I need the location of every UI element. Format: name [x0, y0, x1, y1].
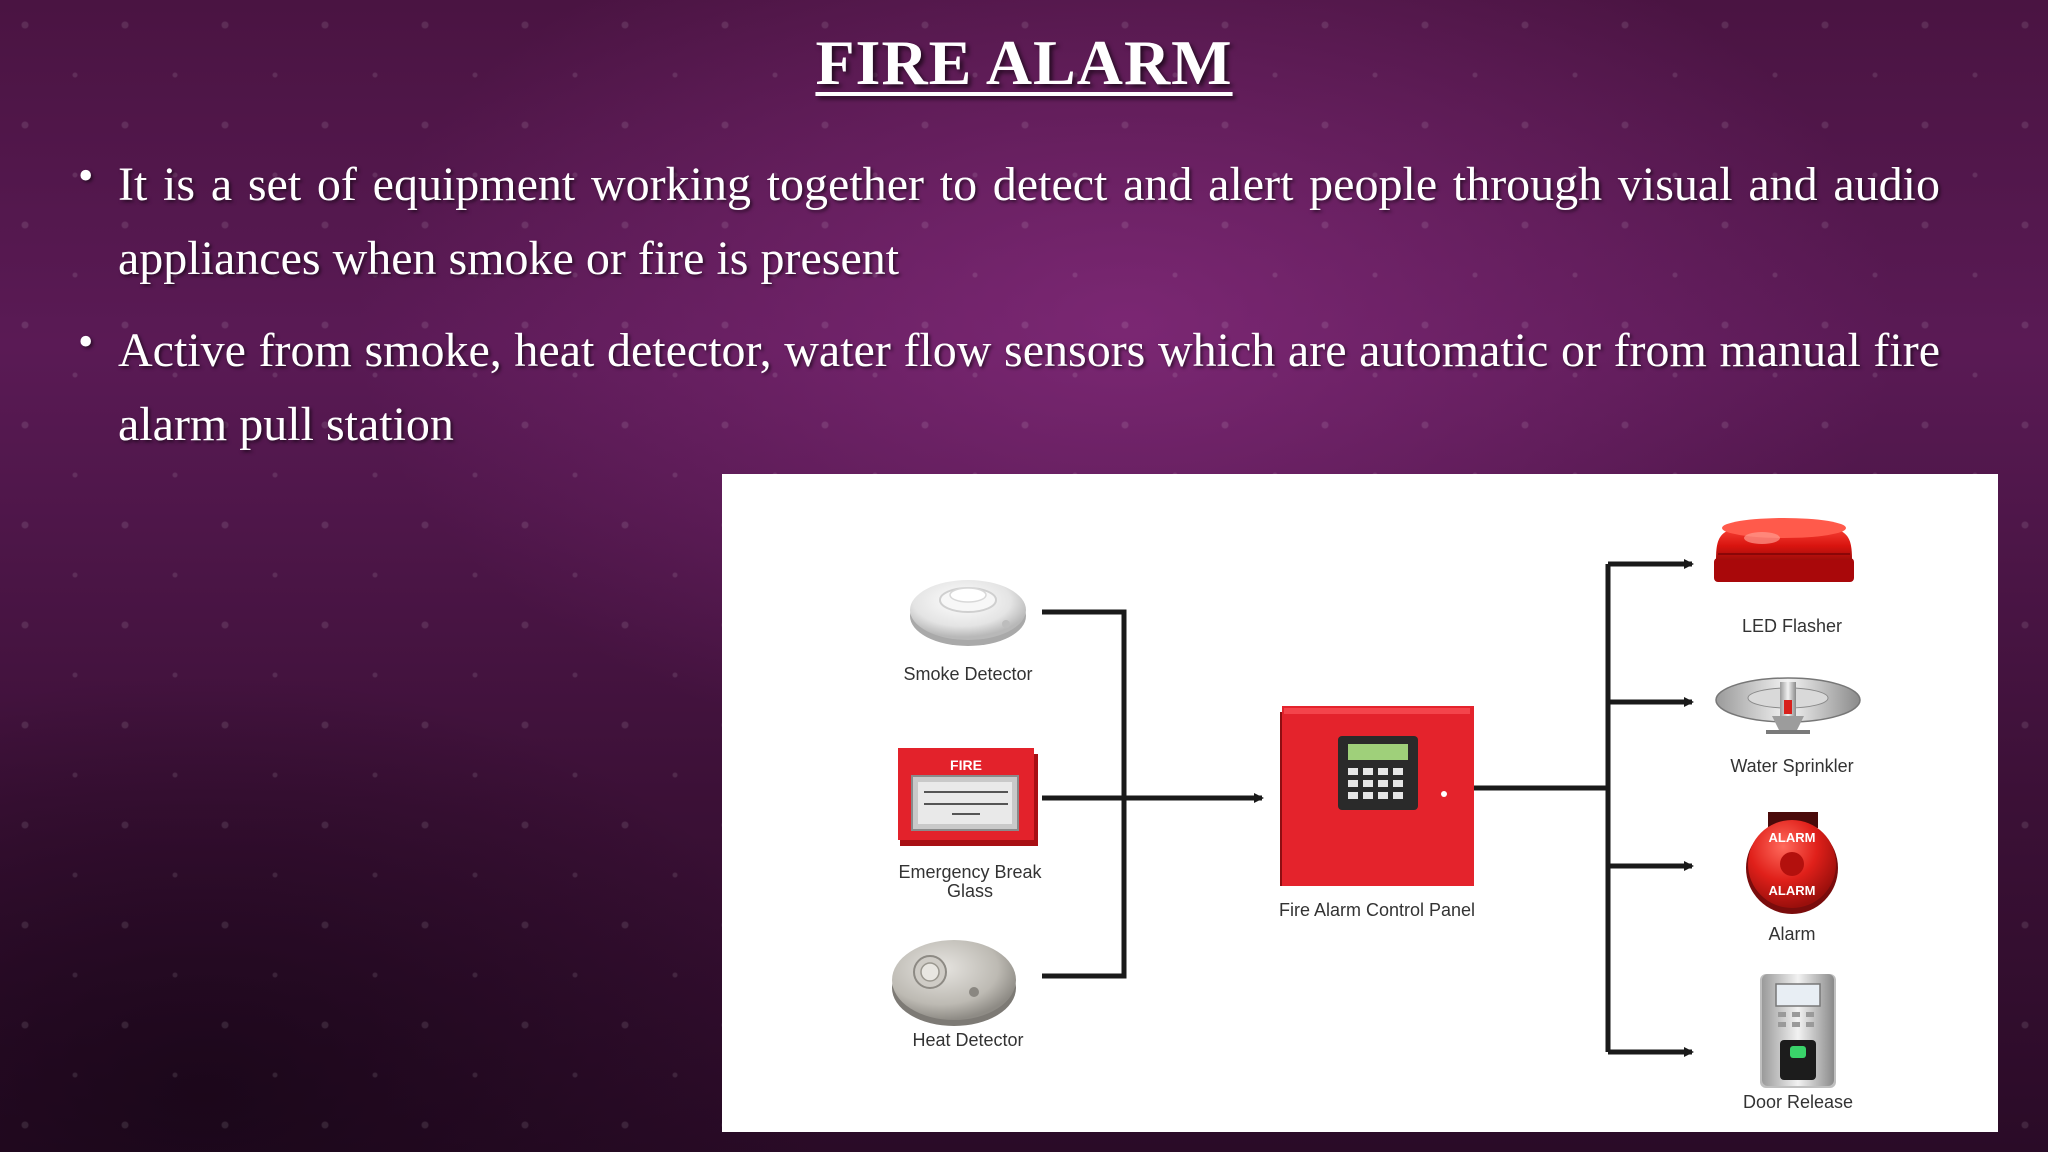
led-flasher-label: LED Flasher — [1741, 616, 1843, 636]
control-panel-label: Fire Alarm Control Panel — [1278, 900, 1476, 920]
water-sprinkler-icon — [1715, 677, 1861, 734]
diagram-graphics: FIRE — [892, 518, 1861, 1088]
bullet-text: It is a set of equipment working togethe… — [118, 158, 1940, 285]
door-release-icon — [1760, 974, 1836, 1088]
alarm-device-text: ALARM — [1769, 830, 1816, 845]
break-glass-label: Emergency Break Glass — [898, 862, 1042, 901]
slide-title: FIRE ALARM — [815, 27, 1233, 98]
alarm-bell-icon: ALARM ALARM — [1746, 812, 1838, 914]
output-connectors — [1474, 559, 1694, 1057]
fire-alarm-diagram: FIRE — [722, 474, 1998, 1132]
alarm-label: Alarm — [1768, 924, 1816, 944]
bullet-icon: • — [78, 317, 94, 366]
bullet-list: • It is a set of equipment working toget… — [78, 148, 1940, 480]
bullet-icon: • — [78, 151, 94, 200]
alarm-device-text-lower: ALARM — [1769, 883, 1816, 898]
bullet-item: • Active from smoke, heat detector, wate… — [78, 314, 1940, 462]
bullet-item: • It is a set of equipment working toget… — [78, 148, 1940, 296]
break-glass-device-text: FIRE — [950, 757, 982, 773]
bullet-text: Active from smoke, heat detector, water … — [118, 324, 1940, 451]
heat-detector-label: Heat Detector — [912, 1030, 1024, 1050]
break-glass-icon: FIRE — [898, 748, 1038, 846]
heat-detector-icon — [892, 940, 1016, 1026]
input-connectors — [1042, 609, 1264, 979]
door-release-label: Door Release — [1742, 1092, 1854, 1112]
water-sprinkler-label: Water Sprinkler — [1730, 756, 1854, 776]
control-panel-icon — [1280, 706, 1474, 886]
smoke-detector-icon — [910, 580, 1026, 646]
led-flasher-icon — [1714, 518, 1854, 582]
smoke-detector-label: Smoke Detector — [903, 664, 1033, 684]
